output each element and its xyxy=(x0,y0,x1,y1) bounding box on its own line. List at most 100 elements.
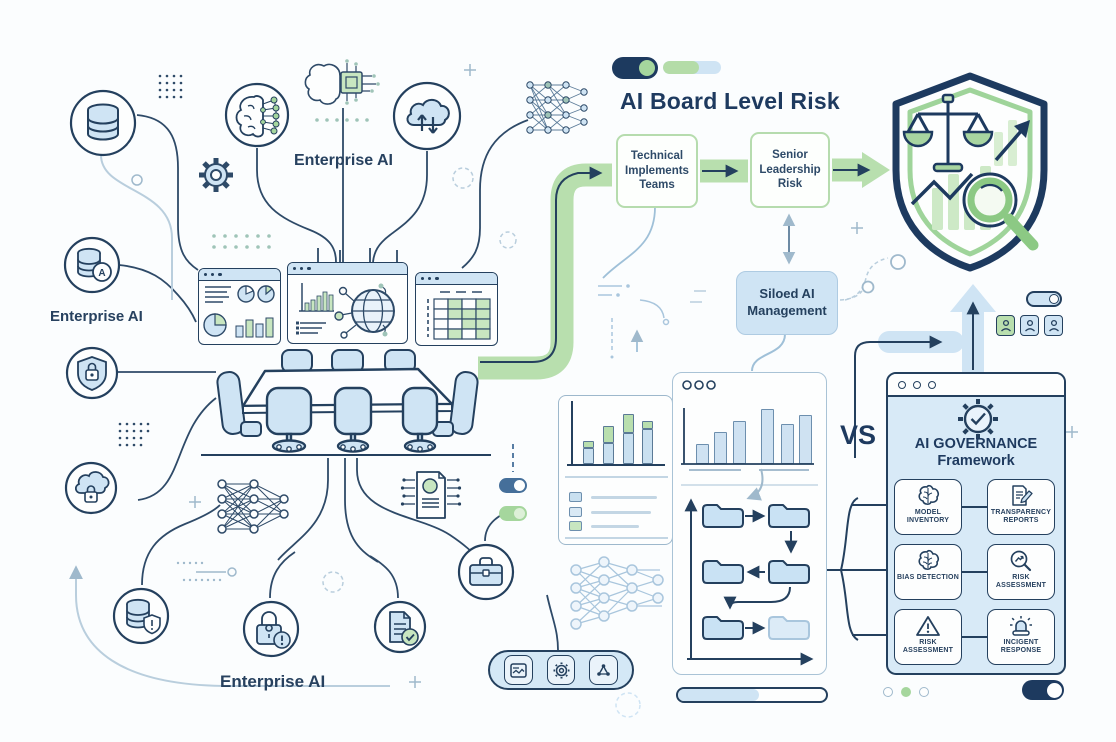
user-avatar-blue-1 xyxy=(1020,315,1039,336)
workflow-panel xyxy=(672,372,827,675)
screen-3-header xyxy=(416,273,497,285)
governance-bottom-toggle-knob xyxy=(1047,683,1062,698)
bar xyxy=(583,441,594,448)
bar xyxy=(603,426,614,443)
brain-icon xyxy=(915,549,941,573)
neural-network-navy xyxy=(218,480,288,533)
enterprise-ai-label-left: Enterprise AI xyxy=(50,308,143,325)
magnifier-trend-icon xyxy=(1008,549,1034,573)
dashboard-screen-3 xyxy=(415,272,498,346)
carousel-dot[interactable] xyxy=(919,687,929,697)
bar xyxy=(623,433,634,464)
card-transparency-reports[interactable]: TRANSPARENCY REPORTS xyxy=(987,479,1055,535)
carousel-dot[interactable] xyxy=(883,687,893,697)
briefcase-icon xyxy=(457,543,515,601)
mid-toggle-blue[interactable] xyxy=(499,478,527,493)
flow-box-technical: Technical Implements Teams xyxy=(616,134,698,208)
neural-mesh-icon xyxy=(527,82,587,133)
bar xyxy=(623,414,634,433)
cloud-lock-icon xyxy=(64,461,118,515)
flow-box-leadership-label: Senior Leadership Risk xyxy=(756,148,824,191)
card-risk-assessment-warning[interactable]: RISK ASSESSMENT xyxy=(894,609,962,665)
card-label: BIAS DETECTION xyxy=(897,574,959,582)
card-label: RISK ASSESSMENT xyxy=(988,574,1054,591)
network-icon xyxy=(595,662,612,678)
legend-swatch xyxy=(569,492,582,502)
mid-toggle-green-knob xyxy=(514,508,525,519)
header-progress xyxy=(663,61,721,74)
governance-top-toggle[interactable] xyxy=(1026,291,1062,307)
neural-network-blue xyxy=(571,557,663,629)
governance-framework-panel: AI GOVERNANCE Framework MODEL INVENTORY … xyxy=(886,372,1066,675)
document-check-icon xyxy=(373,600,427,654)
mid-toggle-green[interactable] xyxy=(499,506,527,521)
siloed-ai-label: Siloed AI Management xyxy=(737,286,837,320)
bar xyxy=(642,429,653,464)
enterprise-ai-label-bottom: Enterprise AI xyxy=(220,672,325,692)
database-a-icon: A xyxy=(63,236,121,294)
bar xyxy=(583,448,594,464)
settings-button[interactable] xyxy=(547,655,576,685)
network-button[interactable] xyxy=(589,655,618,685)
warning-triangle-icon xyxy=(915,614,941,638)
governance-bottom-toggle[interactable] xyxy=(1022,680,1064,700)
database-icon xyxy=(69,89,137,157)
card-model-inventory[interactable]: MODEL INVENTORY xyxy=(894,479,962,535)
padlock-alert-icon xyxy=(242,600,300,658)
governance-title-line2: Framework xyxy=(888,453,1064,470)
document-circuit-icon xyxy=(400,468,462,522)
brain-icon xyxy=(915,484,941,508)
boardroom-illustration xyxy=(195,338,497,464)
legend-swatch xyxy=(569,521,582,531)
user-avatar-green xyxy=(996,315,1015,336)
screen-1-header xyxy=(199,269,280,281)
bottom-toolbar xyxy=(488,650,634,690)
card-label: RISK ASSESSMENT xyxy=(895,639,961,656)
header-toggle[interactable] xyxy=(612,57,658,79)
siloed-ai-box: Siloed AI Management xyxy=(736,271,838,335)
bar xyxy=(642,421,653,429)
brain-chip-icon xyxy=(305,59,379,105)
card-risk-assessment-magnifier[interactable]: RISK ASSESSMENT xyxy=(987,544,1055,600)
governance-shield-icon xyxy=(886,68,1054,278)
dashboard-screen-2 xyxy=(287,262,408,344)
image-chart-button[interactable] xyxy=(504,655,533,685)
card-bias-detection[interactable]: BIAS DETECTION xyxy=(894,544,962,600)
card-incident-response[interactable]: INCIGENT RESPONSE xyxy=(987,609,1055,665)
governance-window-header xyxy=(888,374,1064,397)
governance-title: AI GOVERNANCE Framework xyxy=(888,436,1064,469)
bar xyxy=(603,443,614,464)
shield-lock-icon xyxy=(65,346,119,400)
page-title: AI Board Level Risk xyxy=(620,88,840,115)
gear-icon xyxy=(199,158,233,192)
image-chart-icon xyxy=(510,663,527,678)
gear-icon xyxy=(553,662,570,679)
doc-progress-fill xyxy=(678,689,759,701)
stacked-bar-chart xyxy=(559,396,674,476)
workflow-progress-bar xyxy=(676,687,828,703)
user-avatar-blue-2 xyxy=(1044,315,1063,336)
globe-icon xyxy=(335,284,394,339)
card-label: TRANSPARENCY REPORTS xyxy=(988,509,1054,526)
stacked-bar-panel xyxy=(558,395,673,545)
header-toggle-knob xyxy=(639,60,655,76)
flow-box-leadership: Senior Leadership Risk xyxy=(750,132,830,208)
ai-brain-network-icon xyxy=(224,82,290,148)
document-edit-icon xyxy=(1008,484,1034,508)
governance-title-line1: AI GOVERNANCE xyxy=(888,436,1064,453)
flow-box-technical-label: Technical Implements Teams xyxy=(622,149,692,192)
gear-check-icon xyxy=(954,398,1002,440)
screen-2-header xyxy=(288,263,407,275)
cloud-sync-icon xyxy=(392,81,462,151)
card-label: INCIGENT RESPONSE xyxy=(988,639,1054,656)
enterprise-ai-label-top: Enterprise AI xyxy=(294,152,393,170)
header-progress-fill xyxy=(663,61,699,74)
siren-icon xyxy=(1008,614,1034,638)
dashboard-screen-1 xyxy=(198,268,281,345)
mid-toggle-blue-knob xyxy=(514,480,525,491)
card-label: MODEL INVENTORY xyxy=(895,509,961,526)
carousel-dot[interactable] xyxy=(901,687,911,697)
db-badge-label: A xyxy=(98,268,105,279)
legend-swatch xyxy=(569,507,582,517)
